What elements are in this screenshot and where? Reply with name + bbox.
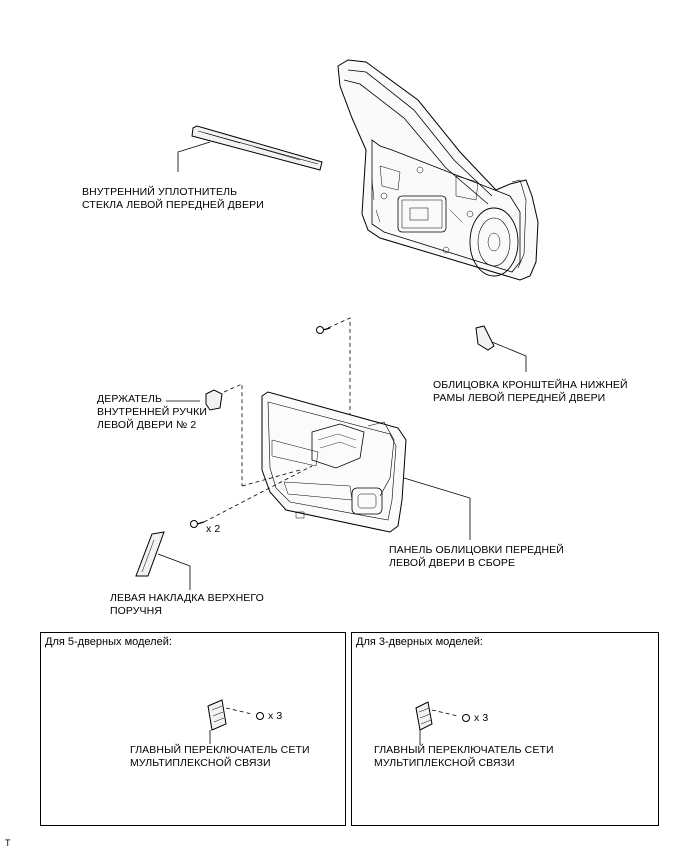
glass-seal-label-line2: СТЕКЛА ЛЕВОЙ ПЕРЕДНЕЙ ДВЕРИ: [82, 199, 264, 211]
switch-label-1-line2: МУЛЬТИПЛЕКСНОЙ СВЯЗИ: [130, 757, 271, 769]
variant-box-title: Для 3-дверных моделей:: [356, 636, 483, 648]
bracket-cover-label-line2: РАМЫ ЛЕВОЙ ПЕРЕДНЕЙ ДВЕРИ: [433, 392, 606, 404]
screw-upper: [316, 326, 331, 334]
door-panel-label: ПАНЕЛЬ ОБЛИЦОВКИ ПЕРЕДНЕЙ ЛЕВОЙ ДВЕРИ В …: [389, 544, 564, 570]
screw-lower: [190, 520, 205, 528]
variant-box-3-door: Для 3-дверных моделей:: [351, 632, 659, 826]
switch-label-1-line1: ГЛАВНЫЙ ПЕРЕКЛЮЧАТЕЛЬ СЕТИ: [130, 744, 310, 756]
screw-quantity-label: x 2: [206, 523, 221, 535]
switch-label-1: ГЛАВНЫЙ ПЕРЕКЛЮЧАТЕЛЬ СЕТИ МУЛЬТИПЛЕКСНО…: [130, 744, 310, 770]
switch-label-2-line2: МУЛЬТИПЛЕКСНОЙ СВЯЗИ: [374, 757, 515, 769]
door-panel-label-line2: ЛЕВОЙ ДВЕРИ В СБОРЕ: [389, 557, 516, 569]
glass-seal-part: [191, 125, 323, 171]
multiplex-switch-part-1: [207, 699, 264, 744]
handle-holder-label-line1: ДЕРЖАТЕЛЬ: [97, 393, 162, 405]
bracket-cover-label-line1: ОБЛИЦОВКА КРОНШТЕЙНА НИЖНЕЙ: [433, 379, 628, 391]
footer-mark: T: [5, 838, 11, 848]
switch-screw-qty-1: x 3: [268, 710, 283, 722]
glass-seal-label-line1: ВНУТРЕННИЙ УПЛОТНИТЕЛЬ: [82, 186, 238, 198]
glass-seal-label: ВНУТРЕННИЙ УПЛОТНИТЕЛЬ СТЕКЛА ЛЕВОЙ ПЕРЕ…: [82, 186, 264, 212]
switch-label-2: ГЛАВНЫЙ ПЕРЕКЛЮЧАТЕЛЬ СЕТИ МУЛЬТИПЛЕКСНО…: [374, 744, 554, 770]
variant-box-5-door: Для 5-дверных моделей:: [40, 632, 346, 826]
switch-label-2-line1: ГЛАВНЫЙ ПЕРЕКЛЮЧАТЕЛЬ СЕТИ: [374, 744, 554, 756]
door-panel-label-line1: ПАНЕЛЬ ОБЛИЦОВКИ ПЕРЕДНЕЙ: [389, 544, 564, 556]
switch-screw-qty-2: x 3: [474, 712, 489, 724]
handle-holder-part: [205, 389, 223, 411]
variant-box-title: Для 5-дверных моделей:: [45, 636, 172, 648]
handle-holder-label: ДЕРЖАТЕЛЬ ВНУТРЕННЕЙ РУЧКИ ЛЕВОЙ ДВЕРИ №…: [97, 393, 207, 432]
armrest-cover-label-line1: ЛЕВАЯ НАКЛАДКА ВЕРХНЕГО: [110, 592, 264, 604]
handle-holder-label-line2: ВНУТРЕННЕЙ РУЧКИ: [97, 406, 208, 418]
door-trim-panel-part: [261, 391, 407, 533]
armrest-cover-label: ЛЕВАЯ НАКЛАДКА ВЕРХНЕГО ПОРУЧНЯ: [110, 592, 264, 618]
handle-holder-label-line3: ЛЕВОЙ ДВЕРИ № 2: [97, 419, 197, 431]
bracket-cover-part: [475, 325, 495, 351]
bracket-cover-label: ОБЛИЦОВКА КРОНШТЕЙНА НИЖНЕЙ РАМЫ ЛЕВОЙ П…: [433, 379, 628, 405]
armrest-cover-part: [135, 531, 165, 577]
door-frame-part: [337, 59, 539, 281]
multiplex-switch-part-2: [415, 701, 470, 744]
armrest-cover-label-line2: ПОРУЧНЯ: [110, 605, 163, 617]
